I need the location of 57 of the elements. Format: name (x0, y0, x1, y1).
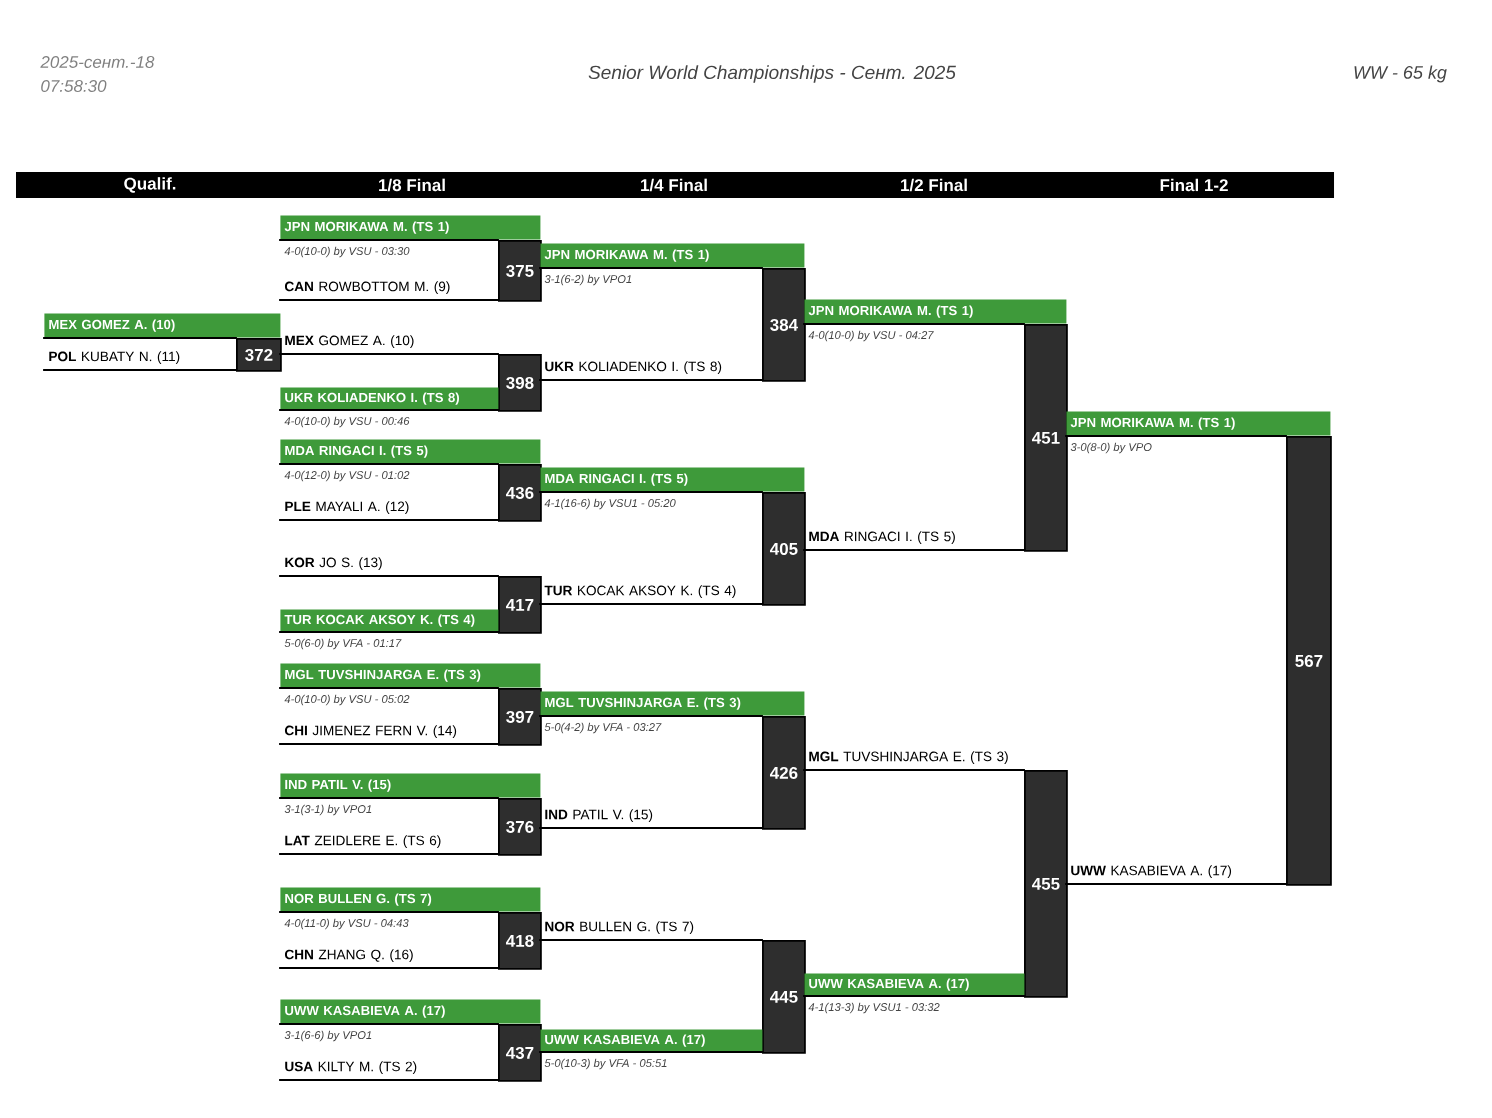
date-text: 2025-сент.-18 (40, 56, 155, 68)
bracket-line (279, 1079, 499, 1081)
match-box: 375 (498, 240, 542, 302)
date-text: 07:58:30 (41, 80, 107, 92)
bracket-line (539, 827, 763, 829)
match-box: 405 (762, 492, 806, 606)
bracket-line (539, 379, 763, 381)
match-box: 418 (498, 912, 542, 970)
bracket-line (279, 353, 499, 355)
bracket-line (539, 491, 763, 493)
bracket-line (279, 299, 499, 301)
match-box: 397 (498, 688, 542, 746)
bracket-line (1065, 435, 1287, 437)
bracket-line (803, 323, 1025, 325)
title: Senior World Championships - Сент. 2025 (588, 65, 956, 83)
bracket-line (803, 549, 1025, 551)
bracket-line (279, 743, 499, 745)
bracket-line (279, 1023, 499, 1025)
bracket-line (1065, 883, 1287, 885)
match-box: 376 (498, 798, 542, 856)
bracket-line (279, 409, 499, 411)
match-box: 398 (498, 354, 542, 412)
bracket-line (279, 797, 499, 799)
bracket-line (803, 769, 1025, 771)
match-box: 372 (236, 338, 282, 372)
bracket-line (279, 239, 499, 241)
bracket-line (279, 911, 499, 913)
match-box: 436 (498, 464, 542, 522)
bracket-line (279, 967, 499, 969)
bracket-line (43, 369, 237, 371)
match-box: 567 (1286, 436, 1332, 886)
bracket-line (279, 631, 499, 633)
bracket-line (279, 575, 499, 577)
bracket-line (539, 603, 763, 605)
bracket-line (279, 519, 499, 521)
match-box: 451 (1024, 324, 1068, 552)
match-box: 455 (1024, 770, 1068, 998)
bracket-line (279, 463, 499, 465)
bracket-line (43, 337, 237, 339)
match-box: 384 (762, 268, 806, 382)
bracket-line (803, 995, 1025, 997)
match-box: 426 (762, 716, 806, 830)
bracket-line (279, 853, 499, 855)
column-header: 1/4 Final (641, 178, 707, 192)
bracket-line (279, 687, 499, 689)
weight-class: WW - 65 kg (1354, 65, 1447, 83)
column-header: 1/8 Final (379, 178, 445, 192)
match-box: 445 (762, 940, 806, 1054)
match-box: 417 (498, 576, 542, 634)
bracket-line (539, 939, 763, 941)
bracket-line (539, 1051, 763, 1053)
column-header: Final 1-2 (1160, 178, 1228, 192)
bracket-line (539, 267, 763, 269)
column-header: 1/2 Final (901, 178, 967, 192)
match-box: 437 (498, 1024, 542, 1082)
column-header: Qualif. (124, 177, 176, 193)
bracket-line (539, 715, 763, 717)
